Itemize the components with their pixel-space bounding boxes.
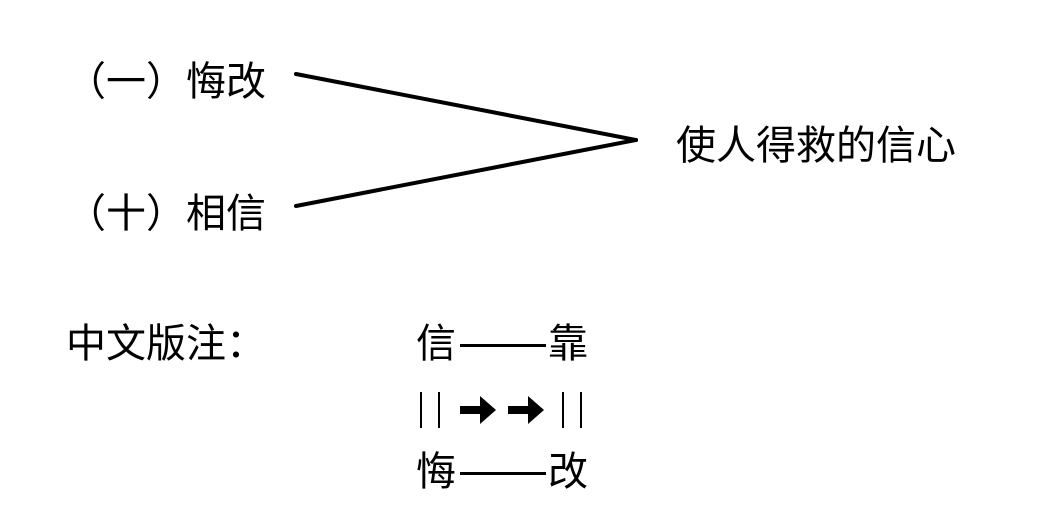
note-label: 中文版注： xyxy=(66,321,266,367)
note-bar-right-1 xyxy=(562,392,564,428)
right-arrow-icon xyxy=(508,396,544,424)
note-bar-right-2 xyxy=(580,392,582,428)
right-arrow-icon xyxy=(460,396,496,424)
connector-line-top xyxy=(294,72,638,142)
note-bar-left-1 xyxy=(420,392,422,428)
note-bottom-dash xyxy=(460,472,546,475)
branch-top-label: （一）悔改 xyxy=(66,59,266,105)
note-top-dash xyxy=(460,344,546,347)
branch-bottom-label: （十）相信 xyxy=(66,191,266,237)
note-bar-left-2 xyxy=(438,392,440,428)
connector-line-bottom xyxy=(294,138,638,208)
note-bottom-right: 改 xyxy=(548,449,588,495)
note-bottom-left: 悔 xyxy=(416,449,456,495)
result-label: 使人得救的信心 xyxy=(676,123,956,169)
note-top-left: 信 xyxy=(416,321,456,367)
note-top-right: 靠 xyxy=(548,321,588,367)
